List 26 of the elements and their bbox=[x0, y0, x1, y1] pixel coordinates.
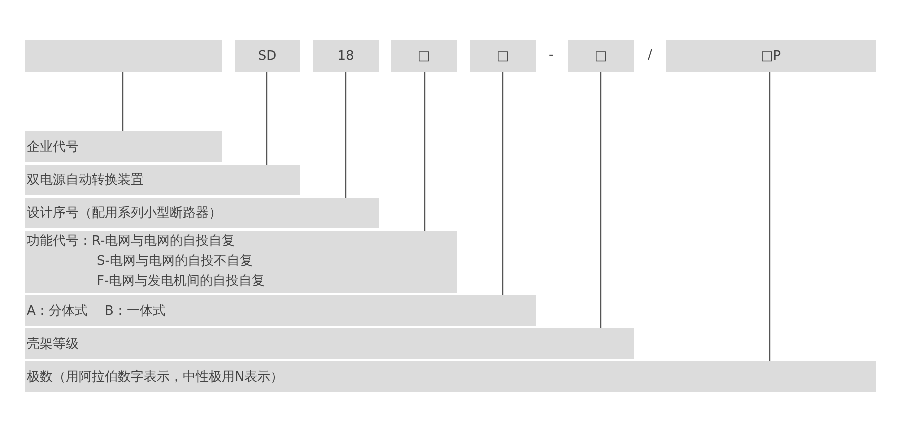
description-text: S-电网与电网的自投不自复 bbox=[96, 253, 254, 271]
description-band: 壳架等级 bbox=[25, 328, 634, 359]
description-band: 极数（用阿拉伯数字表示，中性极用N表示） bbox=[25, 361, 876, 392]
description-text: 功能代号：R-电网与电网的自投自复 bbox=[27, 233, 236, 251]
separator-symbol: / bbox=[648, 48, 652, 63]
description-band: A：分体式 B：一体式 bbox=[25, 295, 536, 326]
code-field-box: SD bbox=[235, 40, 300, 72]
description-band: 企业代号 bbox=[25, 131, 222, 162]
code-field-box bbox=[25, 40, 222, 72]
code-field-box: □ bbox=[391, 40, 457, 72]
connector-line bbox=[424, 72, 426, 231]
description-band: 设计序号（配用系列小型断路器） bbox=[25, 198, 379, 228]
separator-symbol: - bbox=[549, 48, 554, 63]
description-band: 双电源自动转换装置 bbox=[25, 165, 300, 195]
connector-line bbox=[345, 72, 347, 198]
connector-line bbox=[266, 72, 268, 165]
description-text: F-电网与发电机间的自投自复 bbox=[96, 273, 266, 291]
description-band bbox=[25, 231, 457, 293]
code-field-box: 18 bbox=[313, 40, 379, 72]
code-field-box: □ bbox=[470, 40, 536, 72]
connector-line bbox=[502, 72, 504, 295]
connector-line bbox=[769, 72, 771, 361]
connector-line bbox=[122, 72, 124, 131]
code-field-box: □ bbox=[568, 40, 634, 72]
code-field-box: □P bbox=[666, 40, 876, 72]
connector-line bbox=[600, 72, 602, 328]
